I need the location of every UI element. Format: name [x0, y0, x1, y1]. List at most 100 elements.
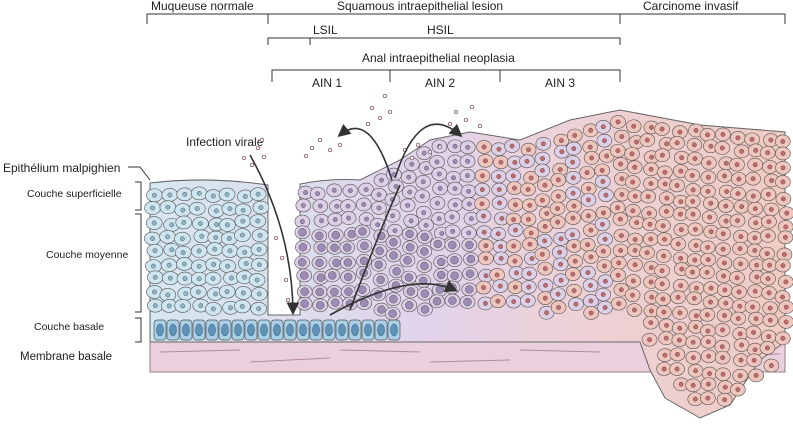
- cell-nucleus: [514, 270, 519, 276]
- cell-nucleus: [240, 290, 246, 296]
- cell-nucleus: [256, 262, 262, 268]
- cell-nucleus: [750, 176, 756, 182]
- cell-nucleus: [255, 218, 261, 224]
- basal-nucleus: [351, 323, 359, 337]
- cell-nucleus: [512, 185, 517, 191]
- cell-nucleus: [513, 227, 518, 233]
- cell-nucleus: [526, 284, 532, 290]
- cell-nucleus: [213, 235, 219, 240]
- cell-nucleus: [540, 156, 545, 161]
- cell-nucleus: [229, 275, 234, 281]
- cell-nucleus: [765, 276, 771, 282]
- cell-nucleus: [181, 261, 187, 267]
- virus-particle: [285, 297, 291, 303]
- cell-nucleus: [648, 181, 654, 186]
- cell-nucleus: [152, 274, 158, 280]
- cell-nucleus: [451, 175, 456, 181]
- ain2-label: AIN 2: [425, 76, 455, 90]
- cell-nucleus: [722, 384, 728, 390]
- cell-nucleus: [689, 173, 695, 178]
- basal-nucleus: [260, 323, 268, 337]
- cell-nucleus: [256, 291, 262, 297]
- cell-nucleus: [571, 243, 577, 249]
- cell-nucleus: [330, 243, 339, 252]
- cell-nucleus: [751, 330, 756, 335]
- cell-nucleus: [465, 269, 475, 278]
- cell-nucleus: [436, 216, 442, 222]
- cell-nucleus: [166, 262, 172, 268]
- cell-nucleus: [331, 187, 337, 193]
- cell-nucleus: [780, 263, 786, 268]
- virus-particles: [241, 93, 483, 303]
- cell-nucleus: [708, 143, 714, 149]
- cell-nucleus: [765, 150, 771, 156]
- cell-nucleus: [315, 231, 324, 241]
- cell-nucleus: [648, 279, 654, 285]
- cell-nucleus: [783, 319, 789, 325]
- cell-nucleus: [693, 243, 699, 248]
- cell-nucleus: [601, 210, 606, 216]
- basal-nucleus: [377, 323, 385, 337]
- cell-nucleus: [542, 266, 548, 272]
- cell-nucleus: [780, 165, 786, 171]
- cell-nucleus: [739, 342, 744, 348]
- cell-nucleus: [258, 205, 264, 210]
- cell-nucleus: [242, 249, 248, 255]
- cell-nucleus: [722, 397, 727, 403]
- cell-nucleus: [783, 234, 788, 240]
- cell-nucleus: [528, 230, 534, 236]
- cell-nucleus: [374, 260, 383, 269]
- cell-nucleus: [316, 273, 326, 282]
- basal-nucleus: [390, 323, 398, 337]
- cell-nucleus: [149, 236, 155, 241]
- cell-nucleus: [224, 192, 230, 197]
- basal-nucleus: [247, 323, 255, 337]
- cell-nucleus: [213, 208, 219, 214]
- cell-nucleus: [662, 181, 668, 187]
- cell-nucleus: [152, 289, 157, 295]
- cell-nucleus: [511, 243, 517, 249]
- cell-nucleus: [240, 218, 246, 224]
- cell-nucleus: [196, 190, 202, 196]
- cell-nucleus: [783, 304, 789, 310]
- cell-nucleus: [618, 287, 624, 293]
- cell-nucleus: [555, 177, 561, 183]
- cell-nucleus: [542, 182, 548, 188]
- cell-nucleus: [783, 224, 789, 230]
- virus-particle: [382, 93, 388, 99]
- cell-nucleus: [343, 258, 353, 267]
- cell-nucleus: [483, 301, 488, 306]
- cell-nucleus: [632, 247, 638, 253]
- virus-particle: [249, 162, 255, 168]
- cell-nucleus: [317, 243, 326, 252]
- cell-nucleus: [481, 213, 486, 219]
- cell-nucleus: [571, 146, 577, 152]
- cell-nucleus: [648, 125, 654, 130]
- cell-nucleus: [169, 222, 175, 228]
- cell-nucleus: [615, 205, 620, 211]
- cell-nucleus: [480, 173, 485, 179]
- cell-nucleus: [752, 347, 758, 353]
- cell-nucleus: [602, 305, 608, 311]
- cell-nucleus: [780, 294, 785, 300]
- cell-nucleus: [481, 229, 487, 235]
- cell-nucleus: [239, 304, 245, 309]
- cell-nucleus: [602, 278, 608, 284]
- cell-nucleus: [195, 289, 201, 295]
- cell-nucleus: [432, 297, 442, 306]
- cell-nucleus: [359, 256, 369, 266]
- cell-nucleus: [644, 137, 650, 143]
- cell-nucleus: [330, 287, 339, 297]
- cell-nucleus: [754, 274, 760, 280]
- cell-nucleus: [720, 355, 726, 361]
- cell-nucleus: [558, 277, 564, 283]
- cell-nucleus: [496, 174, 502, 179]
- cell-nucleus: [299, 271, 309, 280]
- muqueuse-normale-label: Muqueuse normale: [151, 0, 254, 13]
- cell-nucleus: [555, 291, 561, 297]
- virus-particle: [427, 149, 433, 155]
- cell-nucleus: [544, 211, 550, 216]
- cell-nucleus: [544, 310, 549, 316]
- cell-nucleus: [750, 304, 755, 310]
